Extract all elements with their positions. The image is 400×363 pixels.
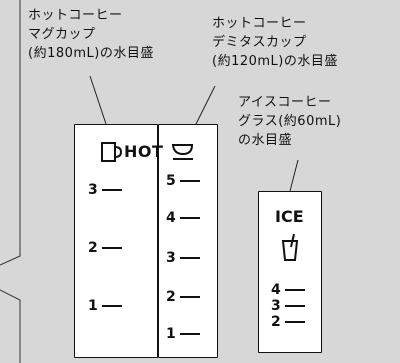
label-demitasse: ホットコーヒー デミタスカップ (約120mL)の水目盛: [212, 16, 338, 69]
demitasse-scale-mark: 1: [166, 326, 200, 342]
leader-ice: [289, 159, 299, 192]
mug-scale-mark: 3: [88, 182, 122, 198]
ice-scale-mark: 3: [271, 298, 305, 314]
label-iced: アイスコーヒー グラス(約60mL) の水目盛: [238, 95, 342, 148]
ice-scale-mark: 4: [271, 282, 305, 298]
demitasse-cup-icon: [171, 144, 194, 160]
ice-label: ICE: [275, 207, 304, 226]
panel-edge-lower: [0, 289, 21, 363]
mug-scale-column: [74, 124, 158, 358]
ice-scale-column: [258, 191, 322, 353]
mug-icon: [101, 142, 122, 162]
panel-edge-upper: [0, 0, 21, 266]
glass-icon: [281, 233, 299, 261]
label-mug: ホットコーヒー マグカップ (約180mL)の水目盛: [28, 8, 154, 61]
mug-scale-mark: 2: [88, 240, 122, 256]
mug-scale-mark: 1: [88, 298, 122, 314]
demitasse-scale-mark: 2: [166, 289, 200, 305]
demitasse-scale-column: [158, 124, 218, 358]
ice-scale-mark: 2: [271, 314, 305, 330]
demitasse-scale-mark: 3: [166, 250, 200, 266]
demitasse-scale-mark: 5: [166, 173, 200, 189]
hot-label: HOT: [124, 142, 164, 161]
demitasse-scale-mark: 4: [166, 210, 200, 226]
